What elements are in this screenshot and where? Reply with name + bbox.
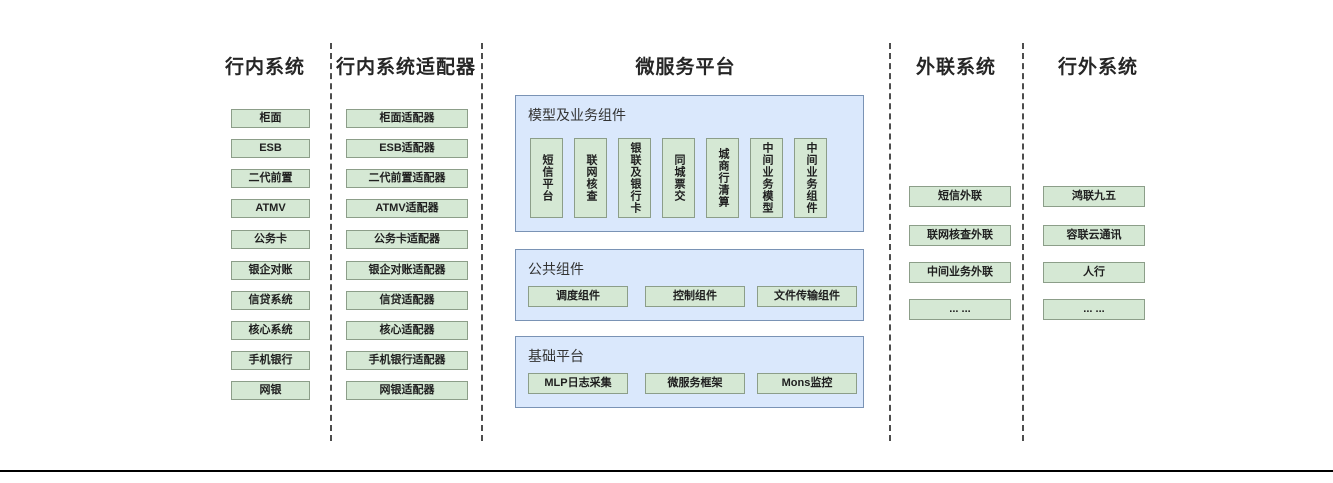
divider-3 — [889, 43, 891, 441]
node-bank-adapter-1[interactable]: 柜面适配器 — [346, 109, 468, 128]
bottom-rule — [0, 470, 1333, 472]
node-outside-bank-1[interactable]: 鸿联九五 — [1043, 186, 1145, 207]
column-title-bank-internal: 行内系统 — [224, 57, 305, 78]
node-bank-adapter-9[interactable]: 手机银行适配器 — [346, 351, 468, 370]
node-bank-internal-9[interactable]: 手机银行 — [231, 351, 310, 370]
node-public-component-1[interactable]: 调度组件 — [528, 286, 628, 307]
node-outside-bank-3[interactable]: 人行 — [1043, 262, 1145, 283]
node-model-component-2[interactable]: 联网核查 — [574, 138, 607, 218]
node-bank-internal-6[interactable]: 银企对账 — [231, 261, 310, 280]
node-bank-adapter-8[interactable]: 核心适配器 — [346, 321, 468, 340]
node-bank-adapter-2[interactable]: ESB适配器 — [346, 139, 468, 158]
node-external-link-3[interactable]: 中间业务外联 — [909, 262, 1011, 283]
column-title-microservice: 微服务平台 — [635, 57, 736, 78]
node-bank-internal-10[interactable]: 网银 — [231, 381, 310, 400]
node-bank-adapter-4[interactable]: ATMV适配器 — [346, 199, 468, 218]
node-base-platform-1[interactable]: MLP日志采集 — [528, 373, 628, 394]
node-bank-adapter-10[interactable]: 网银适配器 — [346, 381, 468, 400]
node-outside-bank-2[interactable]: 容联云通讯 — [1043, 225, 1145, 246]
node-model-component-4[interactable]: 同城票交 — [662, 138, 695, 218]
node-bank-adapter-3[interactable]: 二代前置适配器 — [346, 169, 468, 188]
node-public-component-2[interactable]: 控制组件 — [645, 286, 745, 307]
panel-public-components: 公共组件 — [515, 249, 864, 321]
column-title-outside-bank: 行外系统 — [1057, 57, 1138, 78]
node-model-component-7[interactable]: 中间业务组件 — [794, 138, 827, 218]
node-model-component-5[interactable]: 城商行清算 — [706, 138, 739, 218]
node-bank-adapter-5[interactable]: 公务卡适配器 — [346, 230, 468, 249]
node-model-component-1[interactable]: 短信平台 — [530, 138, 563, 218]
panel-title-base-platform: 基础平台 — [528, 348, 584, 364]
panel-title-public-components: 公共组件 — [528, 261, 584, 277]
divider-1 — [330, 43, 332, 441]
node-bank-internal-5[interactable]: 公务卡 — [231, 230, 310, 249]
node-bank-internal-1[interactable]: 柜面 — [231, 109, 310, 128]
node-bank-adapter-7[interactable]: 信贷适配器 — [346, 291, 468, 310]
node-model-component-3[interactable]: 银联及银行卡 — [618, 138, 651, 218]
column-title-bank-adapter: 行内系统适配器 — [335, 57, 476, 78]
panel-title-model-business-components: 模型及业务组件 — [528, 107, 626, 123]
node-external-link-4[interactable]: ... ... — [909, 299, 1011, 320]
divider-4 — [1022, 43, 1024, 441]
divider-2 — [481, 43, 483, 441]
node-external-link-2[interactable]: 联网核查外联 — [909, 225, 1011, 246]
node-bank-internal-7[interactable]: 信贷系统 — [231, 291, 310, 310]
node-model-component-6[interactable]: 中间业务模型 — [750, 138, 783, 218]
node-base-platform-3[interactable]: Mons监控 — [757, 373, 857, 394]
node-bank-internal-8[interactable]: 核心系统 — [231, 321, 310, 340]
node-external-link-1[interactable]: 短信外联 — [909, 186, 1011, 207]
node-bank-adapter-6[interactable]: 银企对账适配器 — [346, 261, 468, 280]
column-title-external-link: 外联系统 — [915, 57, 996, 78]
node-bank-internal-3[interactable]: 二代前置 — [231, 169, 310, 188]
node-bank-internal-4[interactable]: ATMV — [231, 199, 310, 218]
node-base-platform-2[interactable]: 微服务框架 — [645, 373, 745, 394]
node-bank-internal-2[interactable]: ESB — [231, 139, 310, 158]
node-outside-bank-4[interactable]: ... ... — [1043, 299, 1145, 320]
node-public-component-3[interactable]: 文件传输组件 — [757, 286, 857, 307]
panel-base-platform: 基础平台 — [515, 336, 864, 408]
